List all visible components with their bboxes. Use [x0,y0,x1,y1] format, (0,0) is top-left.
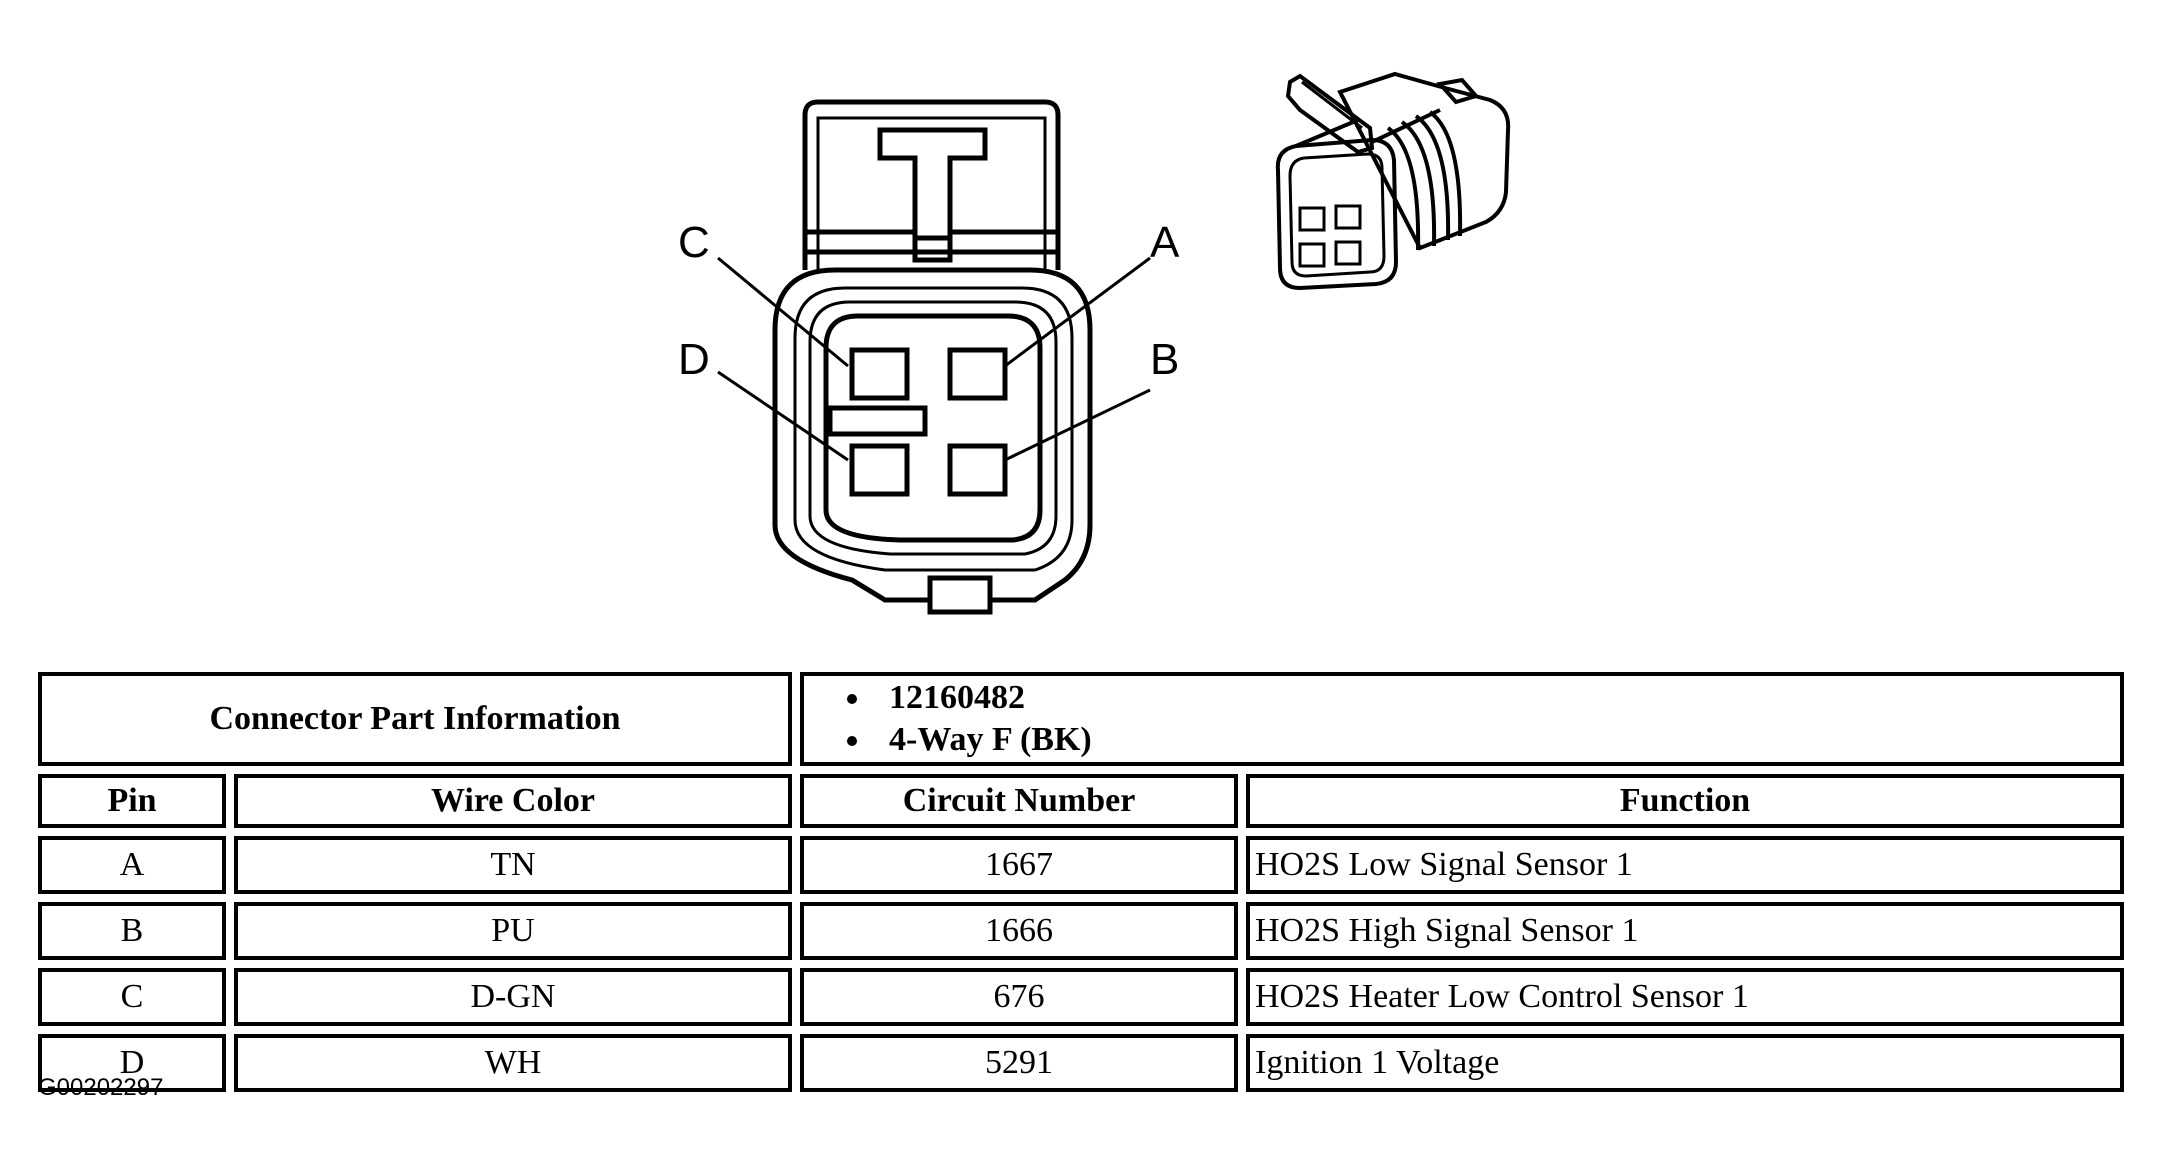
wire-color-cell: PU [234,902,792,960]
connector-info-row: Connector Part Information 12160482 4-Wa… [38,672,2124,766]
function-cell: HO2S Low Signal Sensor 1 [1246,836,2124,894]
table-row: B PU 1666 HO2S High Signal Sensor 1 [38,902,2124,960]
function-cell: Ignition 1 Voltage [1246,1034,2124,1092]
circuit-cell: 676 [800,968,1238,1026]
function-cell: HO2S High Signal Sensor 1 [1246,902,2124,960]
pin-label-a: A [1150,218,1180,267]
connector-info-table: Connector Part Information 12160482 4-Wa… [30,664,2132,1100]
header-wire-color: Wire Color [234,774,792,828]
figure-id: G00202297 [38,1074,164,1101]
connector-type: 4-Way F (BK) [847,719,2115,761]
part-info-list: 12160482 4-Way F (BK) [809,677,2115,761]
header-row: Pin Wire Color Circuit Number Function [38,774,2124,828]
pin-label-d: D [678,335,710,384]
connector-part-label: Connector Part Information [38,672,792,766]
connector-diagram: C A D B [678,71,1511,615]
connector-isometric-view [1275,71,1511,291]
circuit-cell: 1666 [800,902,1238,960]
circuit-cell: 1667 [800,836,1238,894]
wire-color-cell: D-GN [234,968,792,1026]
header-function: Function [1246,774,2124,828]
wire-color-cell: WH [234,1034,792,1092]
header-circuit-number: Circuit Number [800,774,1238,828]
connector-part-values: 12160482 4-Way F (BK) [800,672,2124,766]
pin-label-b: B [1150,335,1179,384]
header-pin: Pin [38,774,226,828]
pin-cell: A [38,836,226,894]
table-row: C D-GN 676 HO2S Heater Low Control Senso… [38,968,2124,1026]
pin-label-c: C [678,218,710,267]
wire-color-cell: TN [234,836,792,894]
circuit-cell: 5291 [800,1034,1238,1092]
pin-cell: D [38,1034,226,1092]
pin-cell: C [38,968,226,1026]
pin-cell: B [38,902,226,960]
part-number: 12160482 [847,677,2115,719]
connector-face-view [717,99,1151,615]
table-row: A TN 1667 HO2S Low Signal Sensor 1 [38,836,2124,894]
table-row: D WH 5291 Ignition 1 Voltage [38,1034,2124,1092]
function-cell: HO2S Heater Low Control Sensor 1 [1246,968,2124,1026]
